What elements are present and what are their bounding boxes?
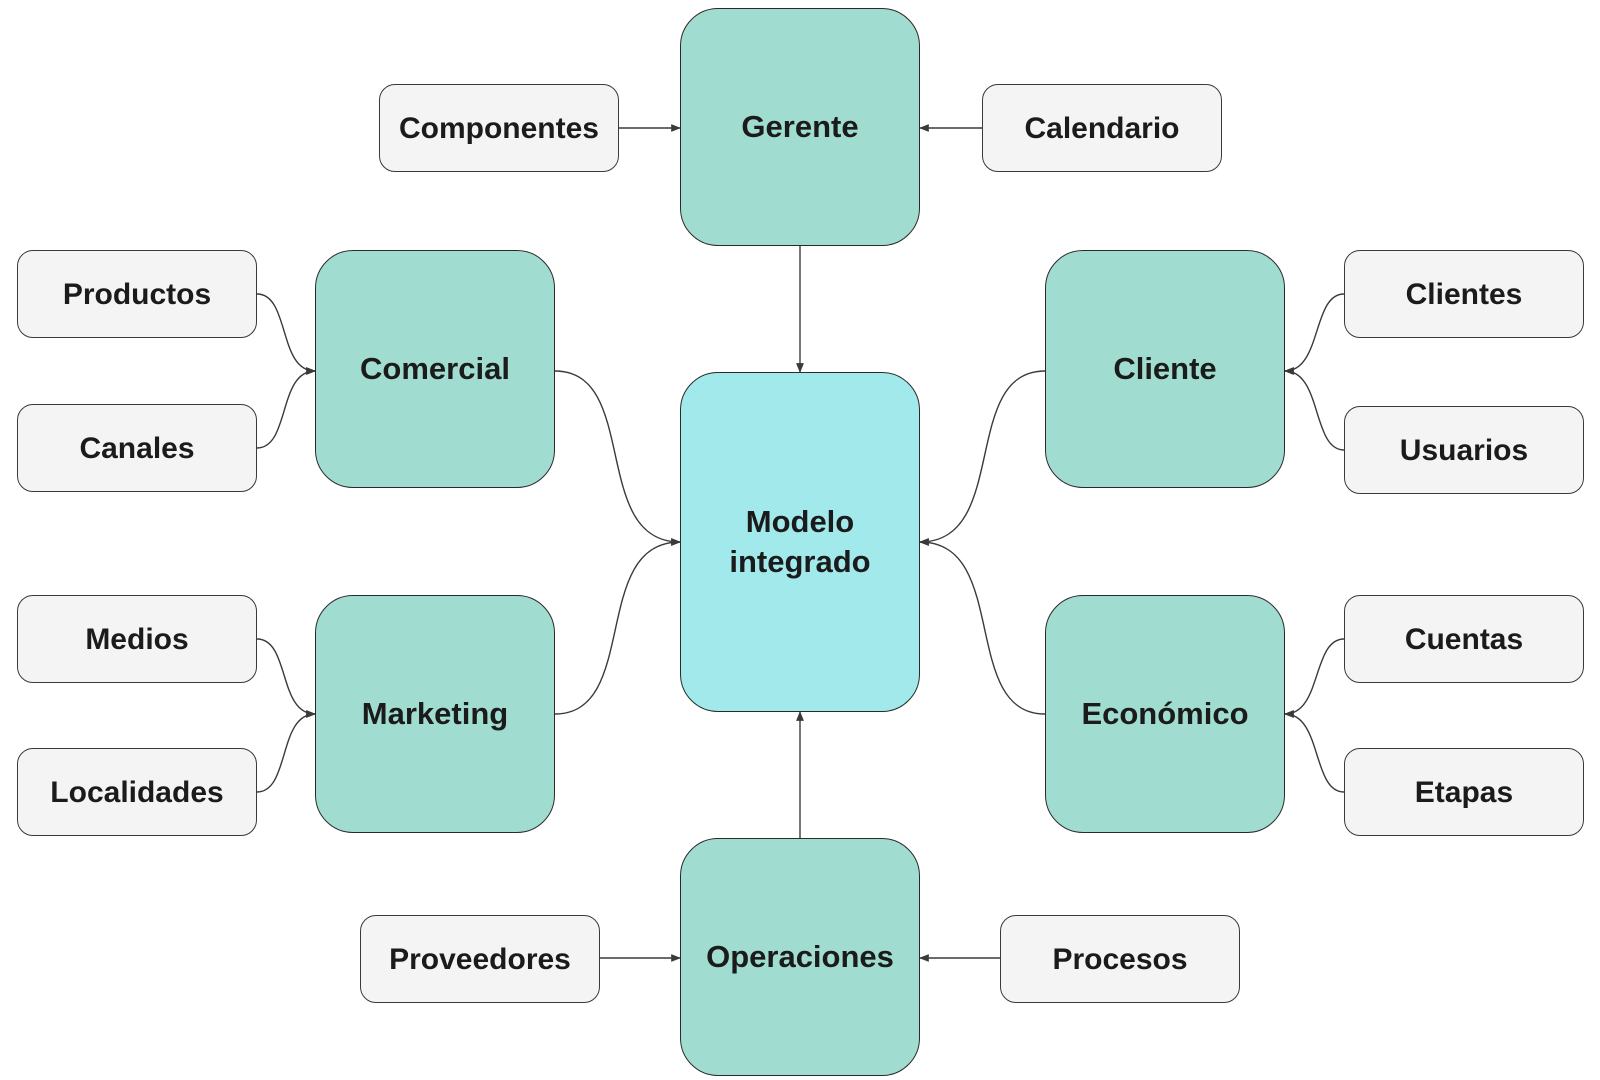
leaf-node-label: Calendario (1024, 111, 1180, 145)
hub-node-marketing[interactable]: Marketing (315, 595, 555, 833)
edge-medios-marketing (256, 638, 316, 718)
leaf-node-label: Clientes (1405, 277, 1523, 311)
leaf-node-label: Localidades (50, 775, 224, 809)
edge-cliente-modelo (919, 370, 1046, 546)
leaf-node-label: Cuentas (1404, 622, 1524, 656)
leaf-node-clientes[interactable]: Clientes (1344, 250, 1584, 338)
leaf-node-calendario[interactable]: Calendario (982, 84, 1222, 172)
leaf-node-label: Proveedores (389, 942, 571, 976)
edge-canales-comercial (256, 367, 316, 449)
hub-node-gerente[interactable]: Gerente (680, 8, 920, 246)
edge-marketing-modelo (554, 538, 681, 715)
hub-node-label: Marketing (361, 695, 509, 731)
hub-node-label: Económico (1081, 695, 1249, 731)
center-node-label: Modelo integrado (729, 503, 871, 579)
hub-node-operaciones[interactable]: Operaciones (680, 838, 920, 1076)
edge-cuentas-economico (1284, 638, 1345, 718)
edge-economico-modelo (919, 538, 1046, 715)
edge-localidades-marketing (256, 710, 316, 793)
leaf-node-label: Medios (85, 622, 189, 656)
leaf-node-label: Procesos (1052, 942, 1188, 976)
leaf-node-canales[interactable]: Canales (17, 404, 257, 492)
leaf-node-componentes[interactable]: Componentes (379, 84, 619, 172)
leaf-node-label: Productos (62, 277, 212, 311)
hub-node-label: Operaciones (706, 938, 894, 974)
edge-comercial-modelo (554, 370, 681, 546)
hub-node-comercial[interactable]: Comercial (315, 250, 555, 488)
leaf-node-label: Componentes (398, 111, 599, 145)
leaf-node-etapas[interactable]: Etapas (1344, 748, 1584, 836)
leaf-node-proveedores[interactable]: Proveedores (360, 915, 600, 1003)
hub-node-label: Comercial (360, 350, 510, 386)
leaf-node-procesos[interactable]: Procesos (1000, 915, 1240, 1003)
hub-node-economico[interactable]: Económico (1045, 595, 1285, 833)
leaf-node-label: Canales (79, 431, 195, 465)
leaf-node-localidades[interactable]: Localidades (17, 748, 257, 836)
edge-clientes-cliente (1284, 293, 1345, 375)
leaf-node-label: Etapas (1414, 775, 1514, 809)
hub-node-label: Gerente (741, 108, 859, 144)
leaf-node-label: Usuarios (1399, 433, 1529, 467)
edge-productos-comercial (256, 293, 316, 375)
hub-node-label: Cliente (1113, 350, 1217, 386)
center-node-modelo-integrado[interactable]: Modelo integrado (680, 372, 920, 712)
leaf-node-usuarios[interactable]: Usuarios (1344, 406, 1584, 494)
edge-usuarios-cliente (1284, 367, 1345, 451)
hub-node-cliente[interactable]: Cliente (1045, 250, 1285, 488)
leaf-node-productos[interactable]: Productos (17, 250, 257, 338)
leaf-node-medios[interactable]: Medios (17, 595, 257, 683)
edge-etapas-economico (1284, 710, 1345, 793)
leaf-node-cuentas[interactable]: Cuentas (1344, 595, 1584, 683)
